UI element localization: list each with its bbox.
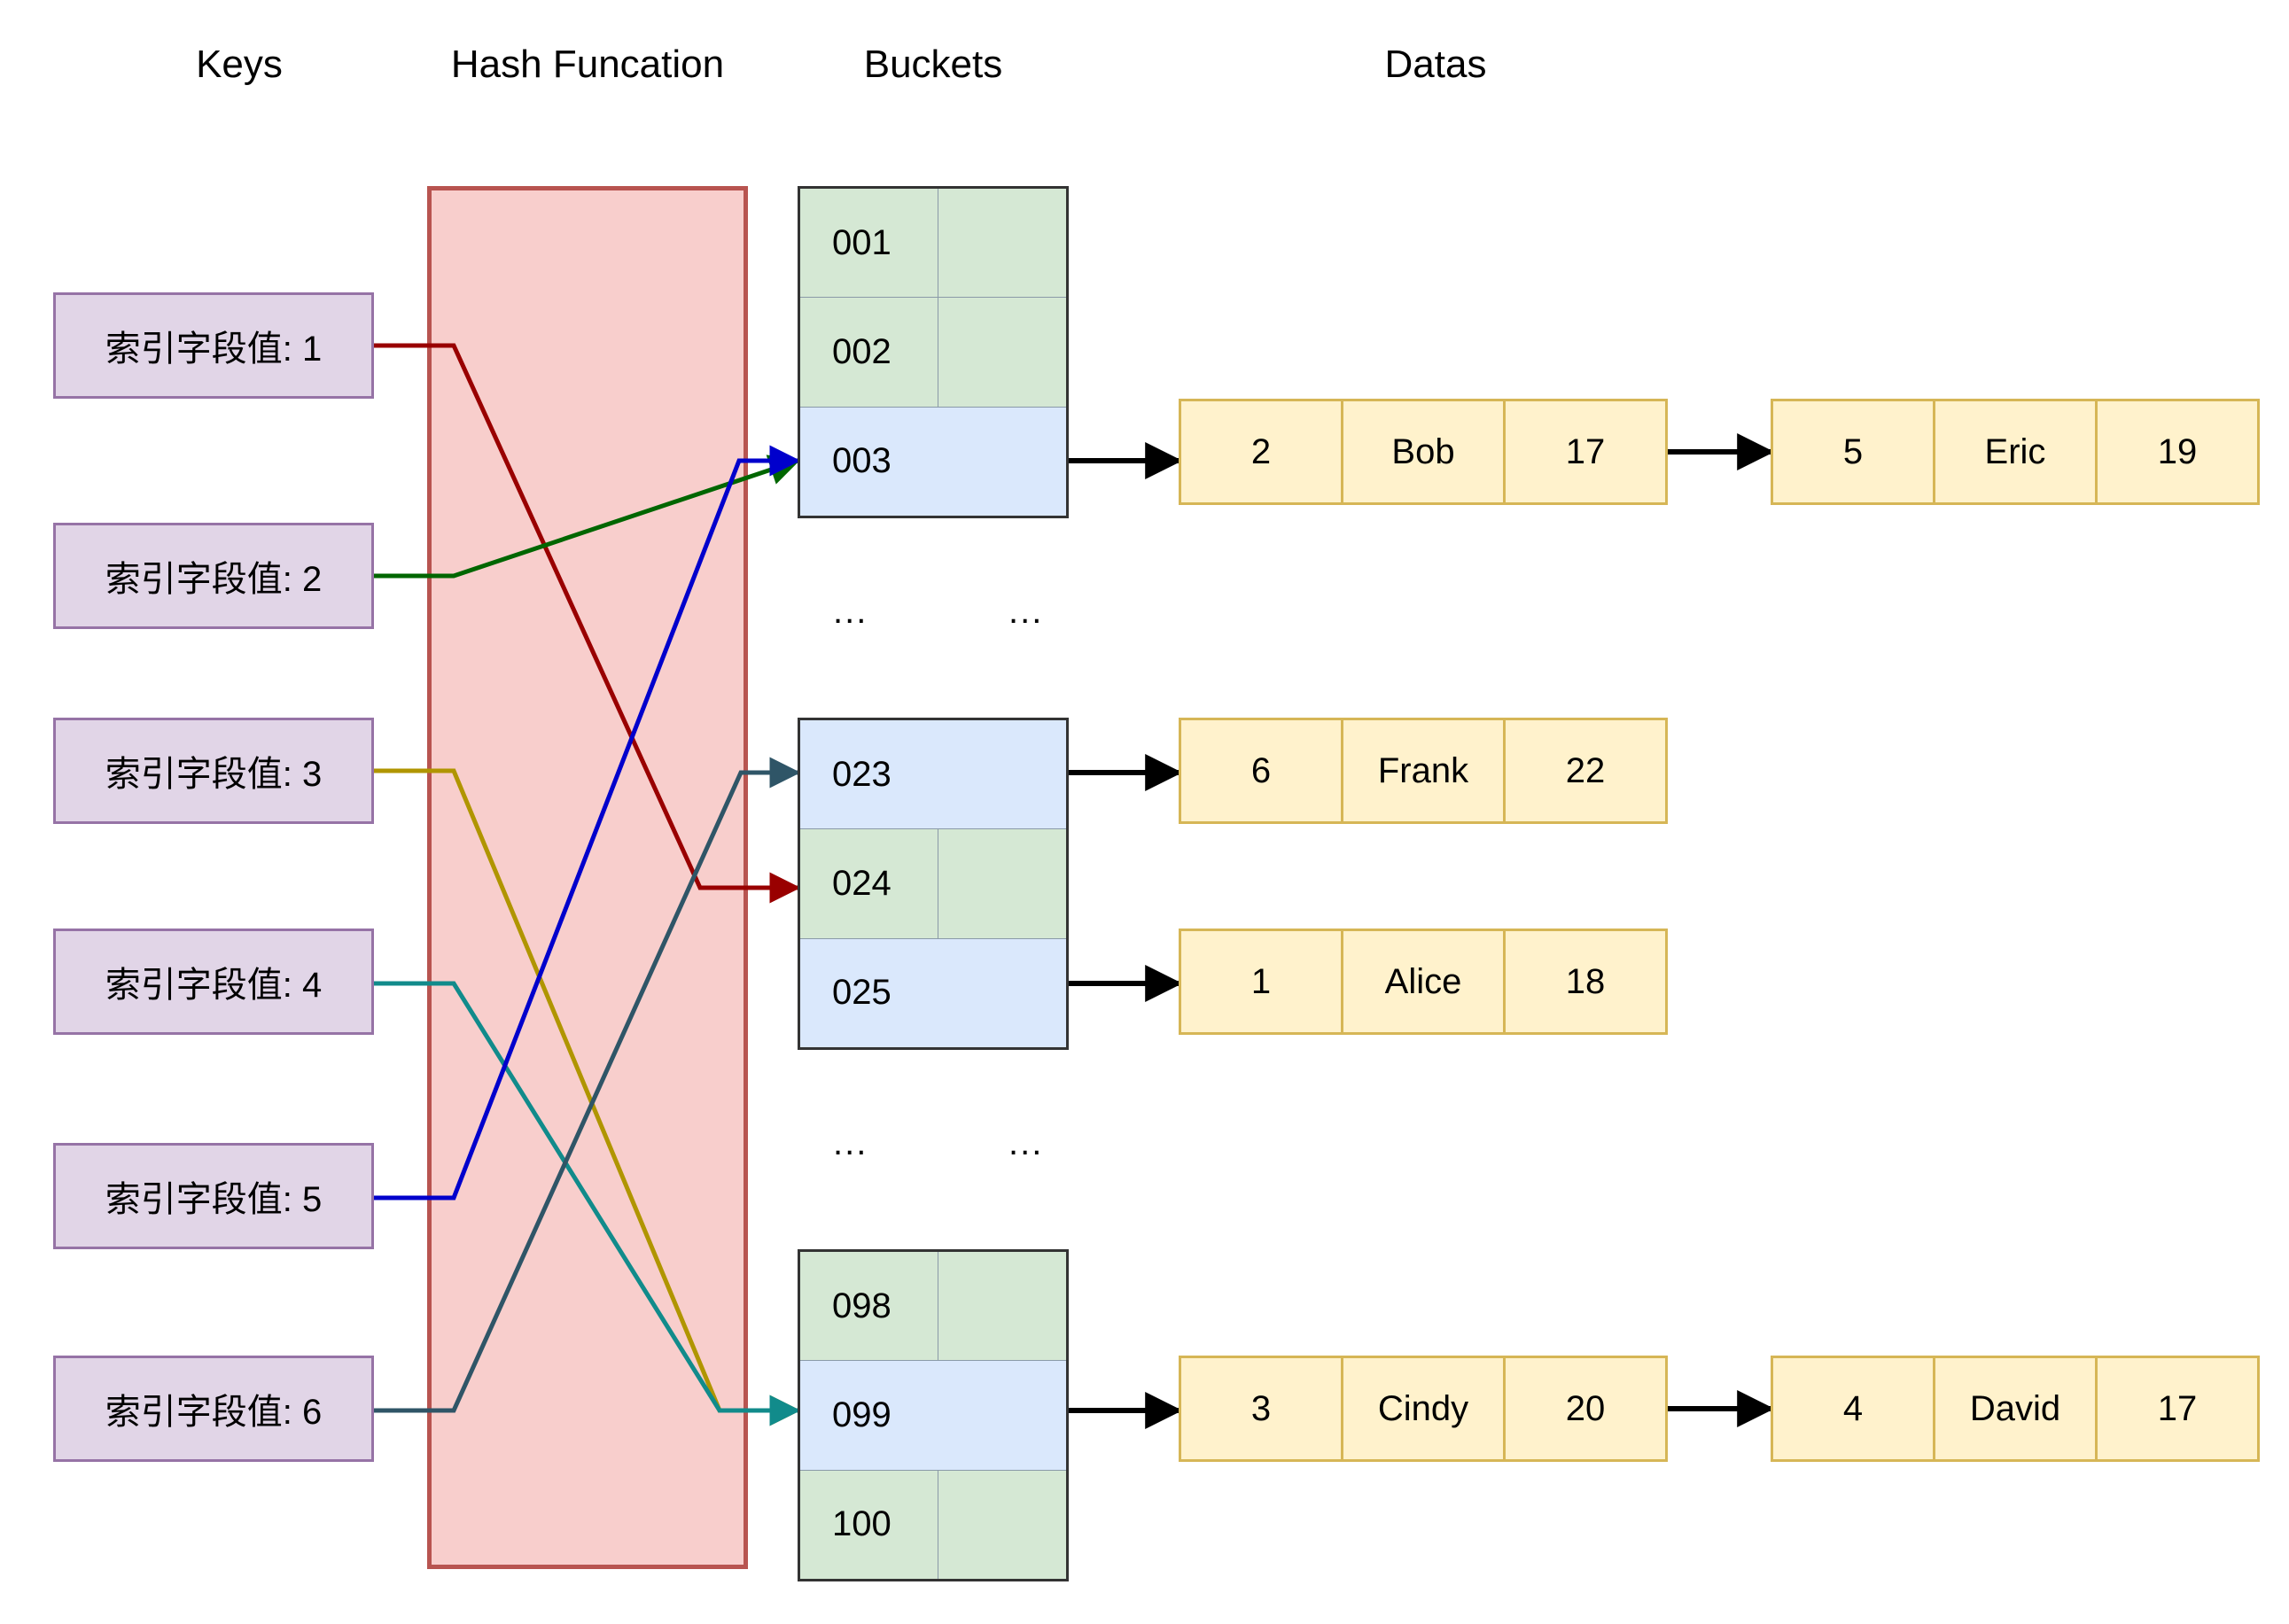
data-cell: 17 <box>1565 431 1606 471</box>
bucket-pointer-cell-023 <box>938 720 1066 828</box>
bucket-row-002[interactable]: 002 <box>800 298 1066 408</box>
column-title-buckets: Buckets <box>863 43 1003 86</box>
key-box-3[interactable]: 索引字段值: 3 <box>53 718 374 824</box>
bucket-row-098[interactable]: 098 <box>800 1252 1066 1362</box>
bucket-pointer-cell-025 <box>938 939 1066 1047</box>
bucket-ellipsis: ... <box>1008 1123 1044 1162</box>
bucket-pointer-cell-002 <box>938 298 1066 406</box>
bucket-pointer-cell-001 <box>938 189 1066 297</box>
bucket-id-099: 099 <box>832 1395 891 1434</box>
column-title-datas: Datas <box>1384 43 1487 86</box>
key-box-label: 索引字段值: 1 <box>105 330 323 369</box>
column-title-hash-funcation: Hash Funcation <box>450 43 725 86</box>
data-cell: 4 <box>1773 1358 1935 1459</box>
data-cell: Eric <box>1935 401 2098 502</box>
bucket-id-003: 003 <box>832 441 891 481</box>
data-cell: 17 <box>2157 1388 2198 1428</box>
connector-key5-to-003 <box>374 445 801 1201</box>
key-box-4[interactable]: 索引字段值: 4 <box>53 929 374 1035</box>
bucket-pointer-cell-024 <box>938 829 1066 937</box>
bucket-pointer-cell-098 <box>938 1252 1066 1360</box>
data-cell: Frank <box>1343 720 1506 821</box>
bucket-id-002: 002 <box>800 298 938 407</box>
data-cell: David <box>1935 1358 2098 1459</box>
bucket-ellipsis: ... <box>1008 592 1044 631</box>
column-title-keys: Keys <box>196 43 283 86</box>
bucket-id-024: 024 <box>800 829 938 938</box>
data-cell: 5 <box>1773 401 1935 502</box>
key-box-1[interactable]: 索引字段值: 1 <box>53 292 374 399</box>
data-cell: 1 <box>1181 931 1343 1032</box>
bucket-ellipsis: ... <box>833 1123 868 1162</box>
key-box-label: 索引字段值: 5 <box>105 1180 323 1219</box>
bucket-id-098: 098 <box>800 1252 938 1361</box>
key-box-label: 索引字段值: 2 <box>105 560 323 599</box>
bucket-pointer-cell-099 <box>938 1361 1066 1469</box>
bucket-id-023: 023 <box>832 754 891 794</box>
bucket-row-003[interactable]: 003 <box>800 407 1066 516</box>
bucket-group-2: 023 024 025 <box>798 718 1069 1050</box>
bucket-id-001: 001 <box>800 189 938 298</box>
data-cell: 2 <box>1181 401 1343 502</box>
data-cell: 18 <box>1565 961 1606 1001</box>
data-cell: 19 <box>2157 431 2198 471</box>
bucket-id-100: 100 <box>800 1470 938 1579</box>
key-box-label: 索引字段值: 6 <box>105 1393 323 1432</box>
bucket-row-024[interactable]: 024 <box>800 829 1066 939</box>
bucket-row-023[interactable]: 023 <box>800 720 1066 830</box>
connector-key1-to-024 <box>374 343 801 904</box>
bucket-row-001[interactable]: 001 <box>800 189 1066 299</box>
bucket-row-025[interactable]: 025 <box>800 938 1066 1047</box>
key-box-label: 索引字段值: 4 <box>105 966 323 1005</box>
data-cell: Bob <box>1343 401 1506 502</box>
bucket-pointer-cell-003 <box>938 408 1066 516</box>
data-cell: 22 <box>1565 750 1606 790</box>
data-cell: Alice <box>1343 931 1506 1032</box>
bucket-row-099[interactable]: 099 <box>800 1361 1066 1471</box>
data-cell: 20 <box>1565 1388 1606 1428</box>
connector-key2-to-003 <box>374 455 801 579</box>
connector-key6-to-023 <box>374 757 801 1413</box>
key-box-5[interactable]: 索引字段值: 5 <box>53 1143 374 1249</box>
key-box-label: 索引字段值: 3 <box>105 755 323 794</box>
bucket-pointer-cell-100 <box>938 1471 1066 1579</box>
data-cell: 6 <box>1181 720 1343 821</box>
key-box-6[interactable]: 索引字段值: 6 <box>53 1356 374 1462</box>
bucket-id-025: 025 <box>832 973 891 1013</box>
connector-key3-to-099 <box>374 768 801 1426</box>
bucket-row-100[interactable]: 100 <box>800 1470 1066 1579</box>
connector-key4-to-099 <box>374 981 801 1426</box>
key-box-2[interactable]: 索引字段值: 2 <box>53 523 374 629</box>
bucket-group-3: 098 099 100 <box>798 1249 1069 1581</box>
data-cell: 3 <box>1181 1358 1343 1459</box>
bucket-ellipsis: ... <box>833 592 868 631</box>
data-cell: Cindy <box>1343 1358 1506 1459</box>
